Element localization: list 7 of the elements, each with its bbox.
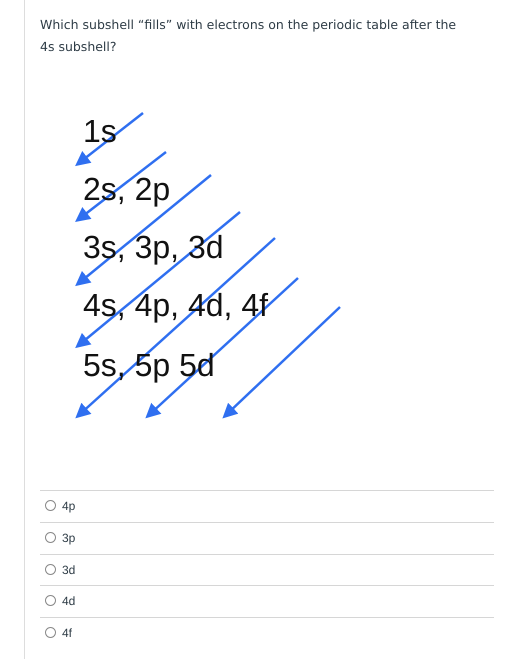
answer-option: 4p xyxy=(62,499,76,513)
answer-option: 3p xyxy=(62,530,76,545)
answer-option: 4d xyxy=(62,594,76,608)
question-text: Which subshell “fills” with electrons on the periodic table after the 4s subshell? xyxy=(40,16,458,56)
subshell-row: 1s xyxy=(83,113,117,149)
answer-option: 4f xyxy=(62,626,72,640)
answer-option: 3d xyxy=(62,562,76,577)
